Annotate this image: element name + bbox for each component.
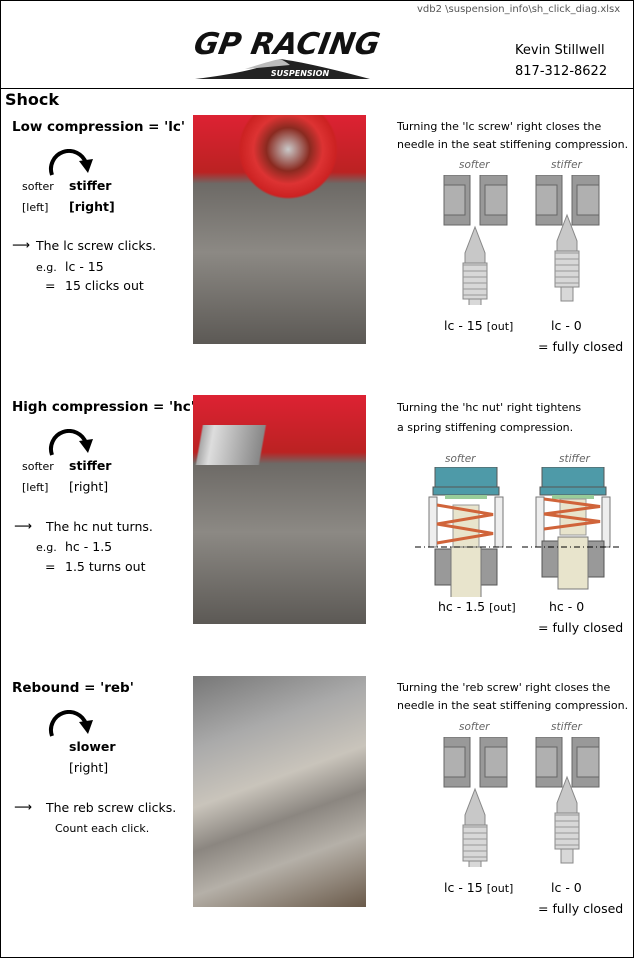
setting-closed: hc - 0 — [549, 599, 585, 614]
high-compression-nut-photo — [193, 395, 366, 624]
diagram-softer-label: softer — [459, 159, 490, 171]
low-compression-screw-photo — [193, 115, 366, 344]
setting-closed: lc - 0 — [551, 318, 582, 333]
svg-text:GP RACING: GP RACING — [191, 27, 382, 62]
note-text: The hc nut turns. — [46, 519, 153, 534]
needle-closed-diagram — [535, 174, 603, 309]
spring-closed-diagram — [522, 466, 622, 601]
setting-open-suffix: [out] — [489, 601, 516, 614]
example-value: hc - 1.5 — [65, 539, 113, 554]
right-label: [right] — [69, 199, 115, 214]
diagram-stiffer-label: stiffer — [551, 159, 582, 171]
needle-closed-diagram — [535, 736, 603, 871]
description-line-1: Turning the 'lc screw' right closes the — [397, 120, 602, 133]
svg-text:SUSPENSION: SUSPENSION — [271, 69, 330, 78]
eg-label: e.g. — [36, 541, 57, 554]
right-label: [right] — [69, 479, 109, 494]
closed-note: = fully closed — [538, 620, 624, 635]
left-label: [left] — [22, 201, 49, 214]
file-path: vdb2 \suspension_info\sh_click_diag.xlsx — [417, 4, 621, 15]
slower-label: slower — [69, 739, 116, 754]
needle-open-diagram — [443, 736, 511, 876]
note-arrow-icon: ⟶ — [12, 237, 30, 252]
section-title: High compression = 'hc' — [12, 399, 195, 415]
setting-open-suffix: [out] — [486, 882, 514, 895]
note-text: The lc screw clicks. — [36, 238, 157, 253]
note-text: The reb screw clicks. — [46, 800, 177, 815]
setting-closed: lc - 0 — [551, 880, 582, 895]
clockwise-arrow-icon — [46, 429, 96, 461]
clockwise-arrow-icon — [46, 149, 96, 181]
description-line-1: Turning the 'reb screw' right closes the — [397, 681, 611, 694]
example-value: lc - 15 — [65, 259, 104, 274]
right-label: [right] — [69, 760, 109, 775]
eg-label: e.g. — [36, 261, 57, 274]
setting-open-suffix: [out] — [486, 320, 514, 333]
diagram-stiffer-label: stiffer — [559, 453, 590, 465]
description-line-2: needle in the seat stiffening compressio… — [397, 138, 629, 151]
note-arrow-icon: ⟶ — [14, 518, 32, 533]
diagram-softer-label: softer — [459, 721, 490, 733]
section-rebound: Rebound = 'reb' slower [right] ⟶ The reb… — [0, 676, 634, 956]
example-result: 1.5 turns out — [65, 559, 146, 574]
section-title: Rebound = 'reb' — [12, 680, 134, 696]
stiffer-label: stiffer — [69, 458, 112, 473]
contact-phone: 817-312-8622 — [515, 64, 608, 79]
stiffer-label: stiffer — [69, 178, 112, 193]
softer-label: softer — [22, 460, 54, 473]
diagram-softer-label: softer — [445, 453, 476, 465]
spring-open-diagram — [415, 466, 515, 601]
closed-note: = fully closed — [538, 901, 624, 916]
equals-sign: = — [45, 559, 56, 574]
setting-open: lc - 15 — [444, 318, 483, 333]
setting-open: lc - 15 — [444, 880, 483, 895]
section-title: Low compression = 'lc' — [12, 119, 186, 135]
page-title: Shock — [5, 90, 60, 109]
clockwise-arrow-icon — [46, 710, 96, 742]
header-divider — [0, 88, 634, 89]
contact-name: Kevin Stillwell — [515, 43, 605, 58]
equals-sign: = — [45, 278, 56, 293]
section-low-compression: Low compression = 'lc' softer stiffer [l… — [0, 115, 634, 395]
description-line-2: a spring stiffening compression. — [397, 421, 574, 434]
note-arrow-icon: ⟶ — [14, 799, 32, 814]
closed-note: = fully closed — [538, 339, 624, 354]
needle-open-diagram — [443, 174, 511, 314]
softer-label: softer — [22, 180, 54, 193]
count-note: Count each click. — [55, 822, 150, 835]
left-label: [left] — [22, 481, 49, 494]
description-line-1: Turning the 'hc nut' right tightens — [397, 401, 582, 414]
rebound-screw-photo — [193, 676, 366, 907]
setting-open: hc - 1.5 — [438, 599, 486, 614]
description-line-2: needle in the seat stiffening compressio… — [397, 699, 629, 712]
section-high-compression: High compression = 'hc' softer stiffer [… — [0, 395, 634, 675]
diagram-stiffer-label: stiffer — [551, 721, 582, 733]
example-result: 15 clicks out — [65, 278, 144, 293]
gp-racing-logo: GP RACING SUSPENSION — [190, 27, 383, 83]
